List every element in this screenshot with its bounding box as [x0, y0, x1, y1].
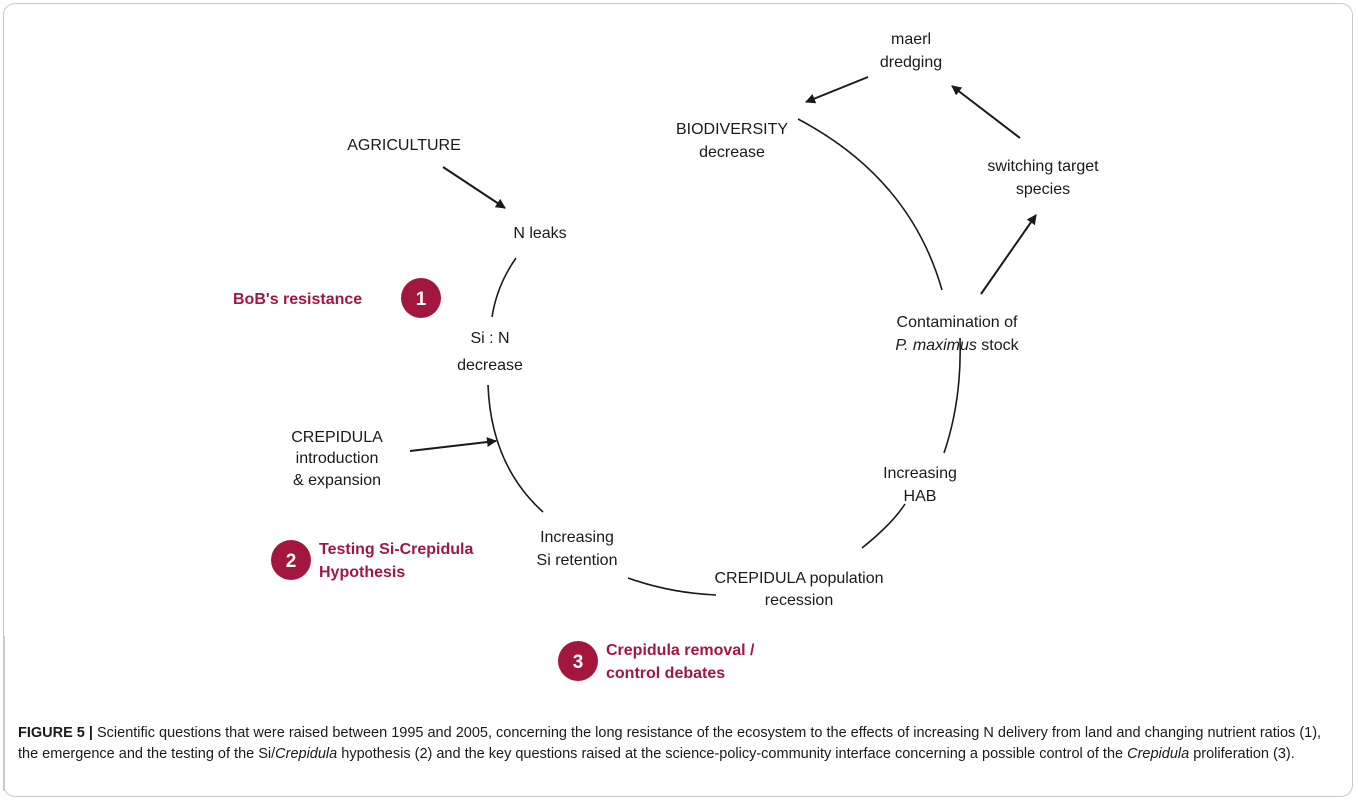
- svg-text:maerl: maerl: [891, 31, 931, 48]
- node-crepidula-introduction: CREPIDULA introduction & expansion: [291, 429, 383, 489]
- node-contamination: Contamination of P. maximus stock: [895, 314, 1019, 354]
- svg-text:switching target: switching target: [987, 158, 1099, 175]
- svg-text:Increasing: Increasing: [540, 529, 614, 546]
- svg-text:introduction: introduction: [296, 450, 379, 467]
- svg-text:decrease: decrease: [699, 144, 765, 161]
- svg-text:Si : N: Si : N: [470, 330, 509, 347]
- svg-text:& expansion: & expansion: [293, 472, 381, 489]
- node-agriculture: AGRICULTURE: [347, 137, 461, 154]
- arrow-contamination-switching: [980, 214, 1037, 295]
- node-switching-target-species: switching target species: [987, 158, 1099, 198]
- diagram-canvas: AGRICULTURE N leaks Si : N decrease CREP…: [233, 31, 1099, 682]
- figure-caption: FIGURE 5 | Scientific questions that wer…: [18, 725, 1322, 762]
- svg-text:P. maximus stock: P. maximus stock: [895, 337, 1019, 354]
- svg-text:Increasing: Increasing: [883, 465, 957, 482]
- arrow-agriculture-nleaks: [442, 166, 506, 209]
- svg-text:BoB's resistance: BoB's resistance: [233, 291, 362, 308]
- callout-1-badge: [401, 278, 441, 318]
- node-n-leaks: N leaks: [513, 225, 566, 242]
- svg-text:Contamination of: Contamination of: [897, 314, 1019, 331]
- callout-3-badge: [558, 641, 598, 681]
- svg-text:species: species: [1016, 181, 1070, 198]
- callout-2-badge: [271, 540, 311, 580]
- svg-text:decrease: decrease: [457, 357, 523, 374]
- node-increasing-hab: Increasing HAB: [883, 465, 957, 505]
- arrow-switching-maerl: [951, 85, 1021, 139]
- figure-label: FIGURE 5 |: [18, 725, 93, 741]
- arc-recession-hab: [861, 503, 906, 549]
- svg-text:HAB: HAB: [904, 488, 937, 505]
- svg-text:CREPIDULA: CREPIDULA: [291, 429, 383, 446]
- node-si-n-decrease: Si : N decrease: [457, 330, 523, 374]
- node-crepidula-recession: CREPIDULA population recession: [715, 570, 884, 609]
- svg-text:recession: recession: [765, 592, 833, 609]
- node-increasing-si-retention: Increasing Si retention: [537, 529, 618, 569]
- figure-frame: [3, 3, 1353, 797]
- node-maerl-dredging: maerl dredging: [880, 31, 942, 71]
- arc-siretention-recession: [627, 577, 717, 596]
- svg-text:dredging: dredging: [880, 54, 942, 71]
- svg-text:CREPIDULA population: CREPIDULA population: [715, 570, 884, 587]
- callout-3: 3 Crepidula removal / control debates: [558, 641, 755, 682]
- svg-text:3: 3: [573, 652, 584, 673]
- callout-1: BoB's resistance 1: [233, 278, 441, 318]
- callout-2: 2 Testing Si-Crepidula Hypothesis: [271, 540, 473, 581]
- svg-text:2: 2: [286, 551, 297, 572]
- arc-hab-contamination: [943, 337, 961, 454]
- svg-text:1: 1: [416, 289, 427, 310]
- arc-contamination-biodiversity: [797, 118, 943, 291]
- svg-text:Si retention: Si retention: [537, 552, 618, 569]
- arc-sin-siretention: [487, 384, 544, 513]
- arrow-maerl-biodiversity: [805, 76, 869, 104]
- svg-text:Hypothesis: Hypothesis: [319, 564, 405, 581]
- arrow-crepidula-cycle: [409, 437, 497, 452]
- arc-nleaks-sin: [491, 257, 517, 318]
- node-biodiversity-decrease: BIODIVERSITY decrease: [676, 121, 788, 161]
- svg-text:BIODIVERSITY: BIODIVERSITY: [676, 121, 788, 138]
- svg-text:Crepidula removal /: Crepidula removal /: [606, 642, 755, 659]
- svg-text:control debates: control debates: [606, 665, 725, 682]
- caption-rule: [3, 636, 5, 791]
- svg-text:Testing Si-Crepidula: Testing Si-Crepidula: [319, 541, 473, 558]
